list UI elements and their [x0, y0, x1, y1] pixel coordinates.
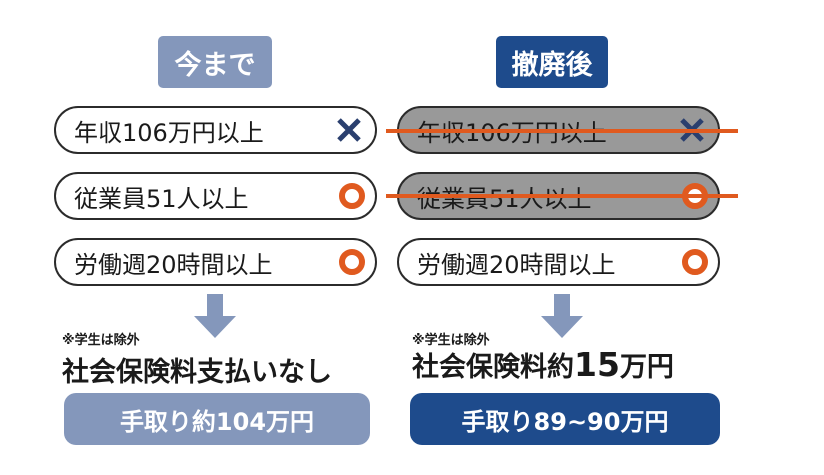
student-exclusion-note: ※学生は除外	[412, 333, 490, 348]
strikethrough-line	[386, 129, 738, 133]
condition-income-before: 年収106万円以上	[54, 106, 377, 154]
circle-icon	[682, 249, 708, 275]
strikethrough-line	[386, 194, 738, 198]
result-before: 社会保険料支払いなし	[62, 357, 332, 388]
condition-employees-before: 従業員51人以上	[54, 172, 377, 220]
condition-label: 従業員51人以上	[417, 184, 592, 213]
result-after-number: 15	[574, 345, 620, 384]
header-before: 今まで	[158, 36, 272, 88]
condition-label: 労働週20時間以上	[74, 250, 273, 279]
result-after: 社会保険料約15万円	[412, 345, 674, 384]
condition-hours-before: 労働週20時間以上	[54, 238, 377, 286]
circle-icon	[339, 249, 365, 275]
condition-label: 年収106万円以上	[74, 118, 264, 147]
cross-icon	[333, 114, 365, 146]
condition-label: 従業員51人以上	[74, 184, 249, 213]
condition-label: 労働週20時間以上	[417, 250, 616, 279]
down-arrow-icon	[194, 294, 236, 338]
student-exclusion-note: ※学生は除外	[62, 333, 140, 348]
condition-hours-after: 労働週20時間以上	[397, 238, 720, 286]
result-after-unit: 万円	[619, 352, 674, 383]
circle-icon	[339, 183, 365, 209]
takehome-after: 手取り89~90万円	[410, 393, 720, 445]
header-after: 撤廃後	[496, 36, 608, 88]
result-after-prefix: 社会保険料約	[412, 352, 574, 383]
down-arrow-icon	[541, 294, 583, 338]
takehome-before: 手取り約104万円	[64, 393, 370, 445]
